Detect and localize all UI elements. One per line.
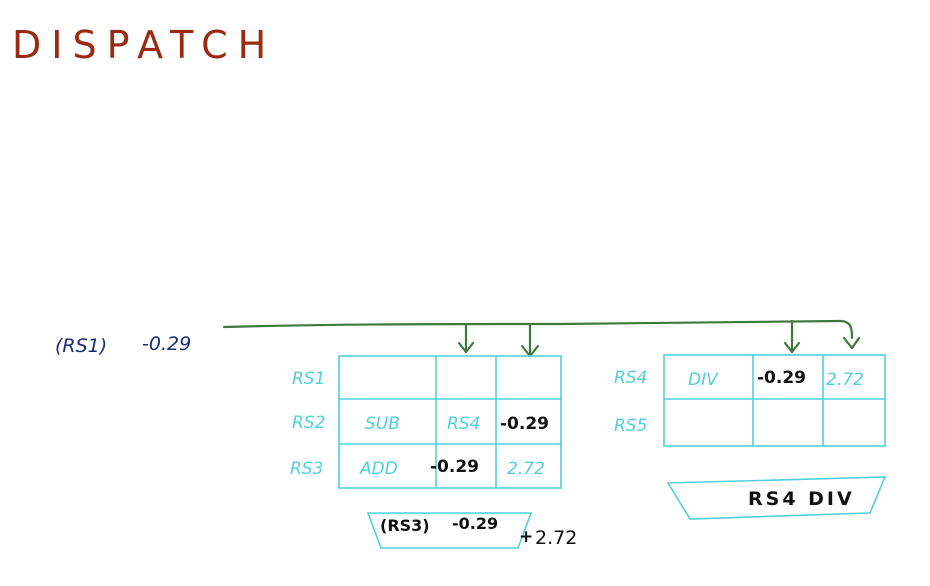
station-label-rs4: RS4	[614, 368, 647, 388]
rs4-op: DIV	[688, 370, 719, 390]
left-station-grid	[338, 355, 562, 489]
rs4-src2: 2.72	[826, 370, 864, 390]
left-unit-op1: -0.29	[452, 514, 498, 533]
left-unit-plus: +	[519, 527, 533, 547]
station-label-rs5: RS5	[614, 416, 647, 436]
result-bus	[222, 319, 854, 358]
rs3-src2: 2.72	[507, 459, 545, 479]
rs4-src1: -0.29	[757, 368, 806, 388]
right-station-grid	[663, 354, 886, 447]
left-unit-op2: 2.72	[535, 527, 577, 549]
right-unit-shape	[666, 476, 887, 520]
left-unit-shape	[366, 512, 533, 549]
station-label-rs1: RS1	[292, 369, 325, 389]
rs2-src1: RS4	[447, 414, 480, 434]
arrow-rs1-src1-icon	[457, 341, 475, 354]
diagram-title: DISPATCH	[12, 23, 276, 67]
broadcast-value: -0.29	[142, 333, 191, 355]
bus-arrowheads	[457, 336, 861, 358]
rs2-src2: -0.29	[500, 414, 549, 434]
bus-line	[222, 319, 854, 340]
rs2-op: SUB	[365, 414, 400, 434]
right-unit-label: RS4 DIV	[748, 488, 855, 510]
left-unit-tag: (RS3)	[380, 516, 430, 535]
broadcast-tag: (RS1)	[55, 335, 107, 357]
station-label-rs3: RS3	[290, 459, 323, 479]
rs3-op: ADD	[359, 459, 398, 479]
station-label-rs2: RS2	[292, 413, 325, 433]
arrow-rs4-src2-icon	[842, 336, 861, 350]
arrow-rs4-src1-icon	[783, 341, 801, 354]
rs3-src1: -0.29	[430, 457, 479, 477]
